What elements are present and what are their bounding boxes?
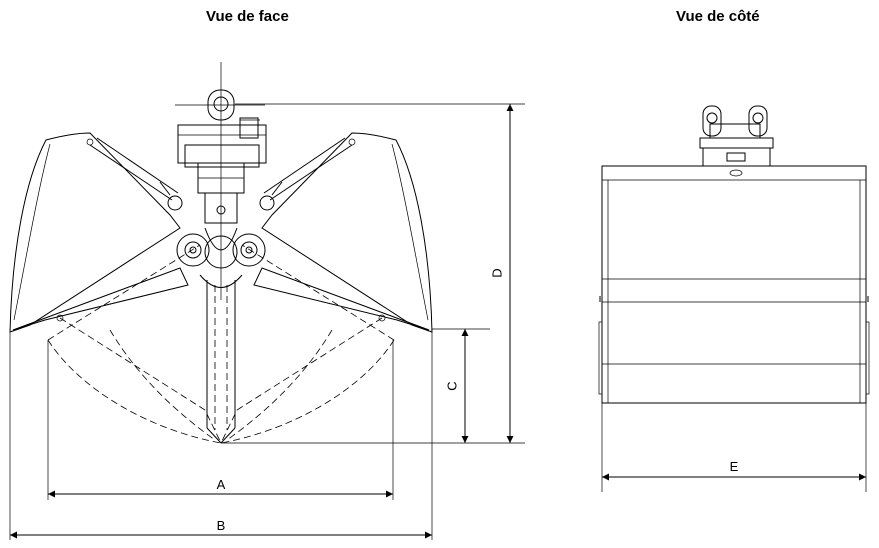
left-shell-open [9,132,181,333]
side-view-grab [598,105,870,492]
central-plate [206,280,236,444]
hydraulic-cylinders [89,137,353,201]
dimension-c: C [444,329,469,443]
dimension-b: B [10,518,432,539]
dimension-a: A [48,477,393,498]
dimension-e-label: E [730,459,739,474]
dimension-c-label: C [444,381,459,390]
rotator-head [177,89,267,224]
right-shell-open [261,132,433,333]
side-view-title: Vue de côté [676,8,760,25]
dimension-e: E [602,459,866,481]
dimension-b-label: B [217,518,226,533]
dimension-d: D [489,104,514,443]
closed-shells-dashed [47,244,395,444]
dimension-a-label: A [217,477,226,492]
front-view-title: Vue de face [206,8,289,25]
dimension-d-label: D [489,268,504,277]
hinge-pivots [167,195,275,288]
side-bucket-body [601,165,867,404]
front-view-grab [9,62,525,540]
